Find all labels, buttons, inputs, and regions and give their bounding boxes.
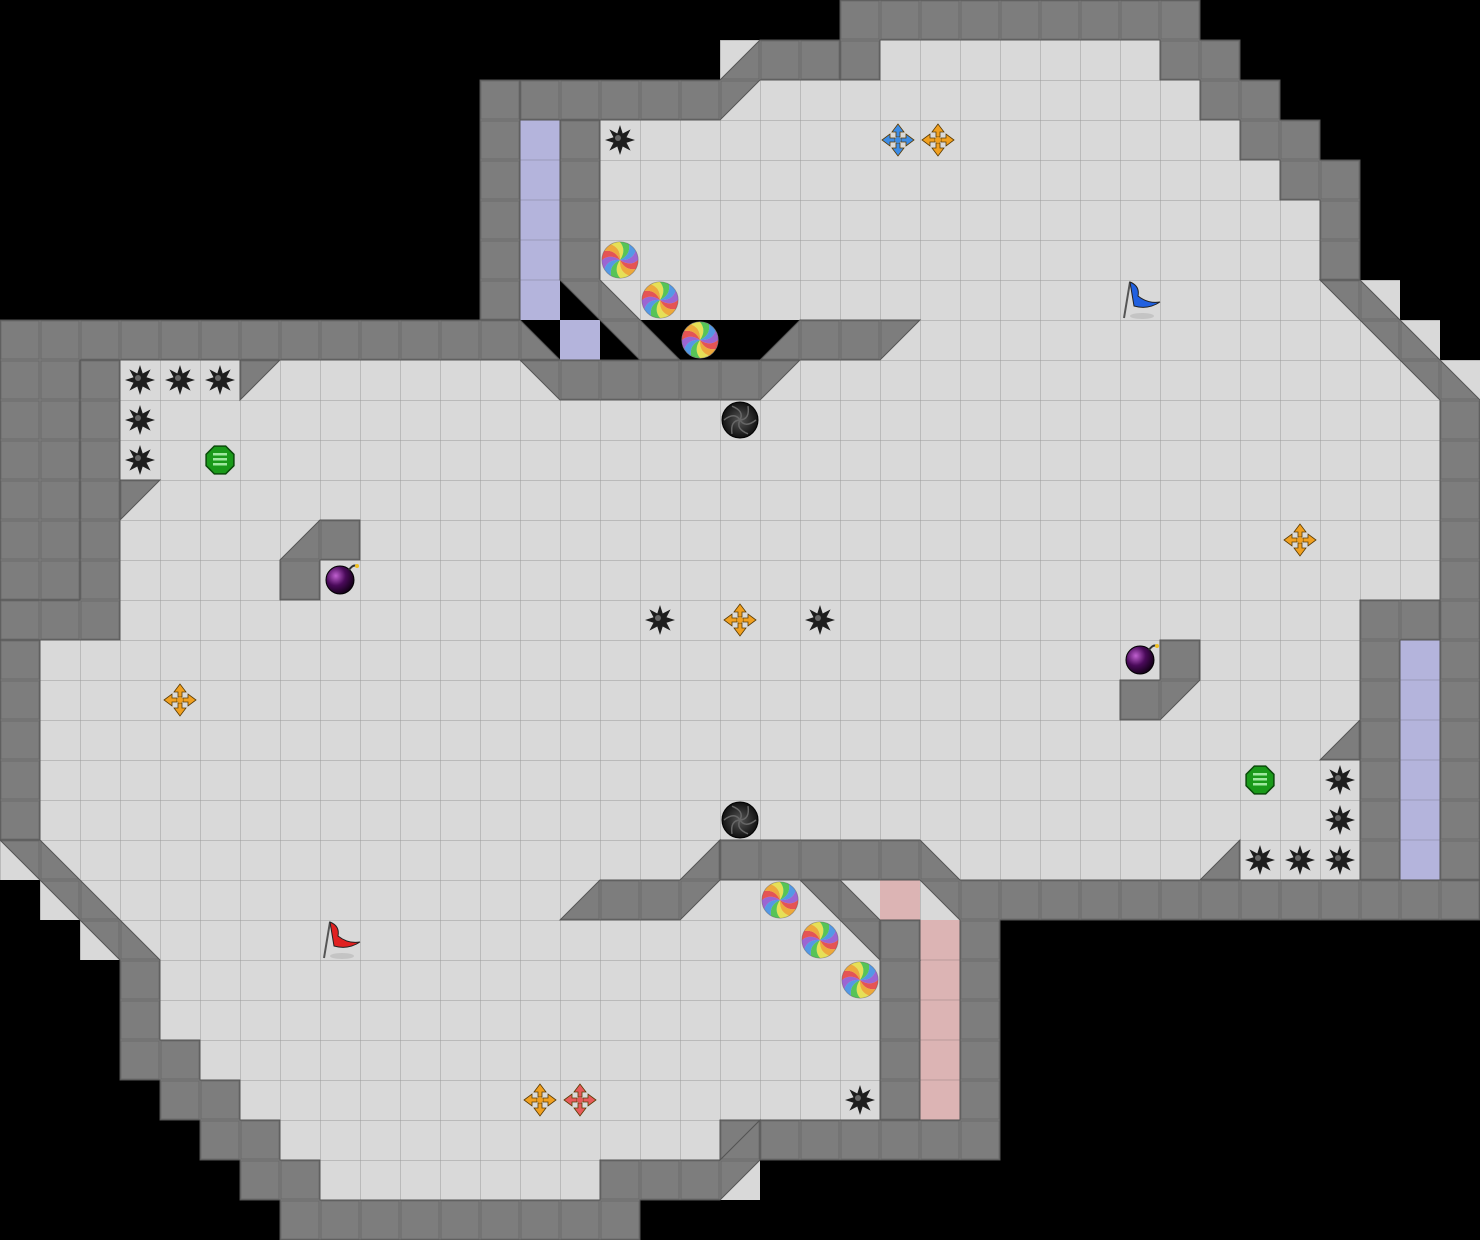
boost-icon [921,123,955,157]
bomb-icon [1125,644,1159,675]
spike-icon [1245,845,1275,875]
flag-icon [1123,281,1161,319]
red-endzone-bottom [880,880,960,1120]
bomb-icon [325,564,359,595]
gravity-well-icon [641,281,679,319]
boost-icon [163,683,197,717]
powerup-icon [205,445,235,475]
blue-endzone-right [1400,640,1440,880]
boosts [163,123,1317,1117]
boost-icon [1283,523,1317,557]
team-boost-icon [881,123,915,157]
boost-icon [723,603,757,637]
team-boost-icon [563,1083,597,1117]
gravity-wells [601,241,879,999]
spike-icon [125,365,155,395]
spike-icon [165,365,195,395]
spike-icon [605,125,635,155]
gravity-well-icon [761,881,799,919]
spike-icon [1325,845,1355,875]
spike-icon [645,605,675,635]
powerup-icon [1245,765,1275,795]
spike-icon [1325,765,1355,795]
spike-icon [805,605,835,635]
spike-icon [1285,845,1315,875]
portal-icon [721,401,759,439]
spike-icon [125,445,155,475]
spikes [125,125,1355,1115]
items [205,281,1275,959]
portal-icon [721,801,759,839]
spike-icon [1325,805,1355,835]
spike-icon [845,1085,875,1115]
boost-icon [523,1083,557,1117]
gravity-well-icon [801,921,839,959]
spike-icon [205,365,235,395]
flag-icon [323,921,361,959]
gravity-well-icon [841,961,879,999]
spike-icon [125,405,155,435]
gravity-well-icon [681,321,719,359]
blue-endzone-top [520,120,600,360]
gravity-well-icon [601,241,639,279]
